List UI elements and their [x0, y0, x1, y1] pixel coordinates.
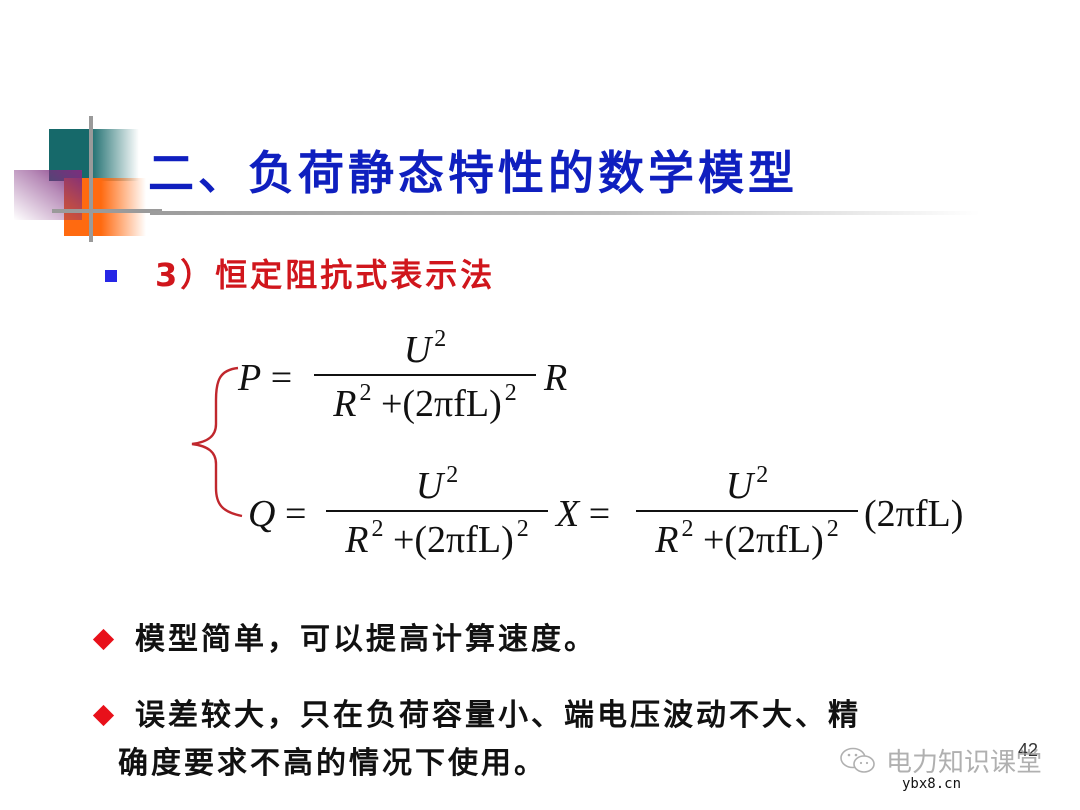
q-lhs: Q: [248, 493, 276, 535]
logo-vertical-bar: [89, 116, 93, 242]
subheading: 3）恒定阻抗式表示法: [105, 250, 495, 296]
bullet-text: 模型简单，可以提高计算速度。: [135, 622, 597, 657]
fraction-bar: [314, 374, 536, 376]
bullet-text: 误差较大，只在负荷容量小、端电压波动不大、精: [135, 698, 861, 733]
q-factor: X: [556, 493, 580, 535]
wechat-icon: [840, 747, 875, 773]
q-equals: =: [284, 493, 307, 535]
fraction-bar: [326, 510, 548, 512]
watermark-site: ybx8.cn: [902, 776, 962, 792]
p-equals: =: [270, 357, 293, 399]
bullet-item: 误差较大，只在负荷容量小、端电压波动不大、精: [90, 690, 861, 742]
page-number: 42: [1018, 740, 1039, 760]
title-underline: [150, 211, 980, 215]
slide-title: 二、负荷静态特性的数学模型: [148, 146, 798, 200]
subheading-text: 3）恒定阻抗式表示法: [155, 256, 496, 294]
p-factor: R: [544, 357, 568, 399]
fraction-bar: [636, 510, 858, 512]
bullet-continuation-text: 确度要求不高的情况下使用。: [118, 746, 547, 781]
watermark-text: 电力知识课堂: [886, 748, 1043, 778]
logo-horizontal-bar: [52, 209, 162, 213]
p-lhs: P: [238, 357, 262, 399]
q-factor-2: (2πfL): [864, 493, 964, 535]
slide-logo-decoration: [0, 0, 200, 260]
red-diamond-bullet-icon: [92, 704, 115, 727]
bullet-item: 模型简单，可以提高计算速度。: [90, 614, 597, 666]
curly-brace-icon: [191, 366, 243, 518]
watermark: 电力知识课堂: [838, 742, 1042, 779]
red-diamond-bullet-icon: [92, 628, 115, 651]
square-bullet-icon: [105, 270, 117, 282]
p-numerator: U: [403, 329, 432, 371]
